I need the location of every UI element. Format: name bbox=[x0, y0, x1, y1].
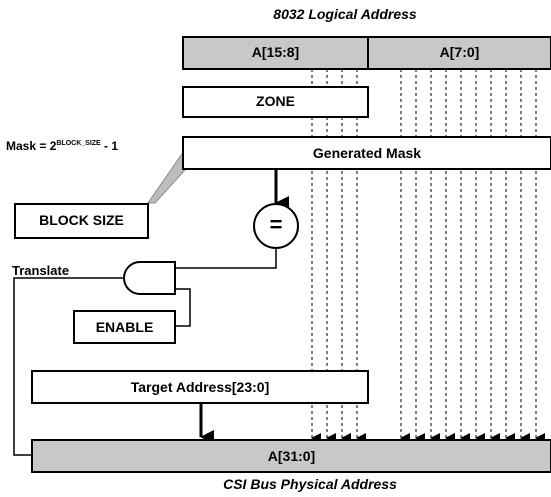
low-byte-label: A[7:0] bbox=[439, 44, 480, 60]
mask-formula: Mask = 2BLOCK_SIZE - 1 bbox=[6, 139, 118, 153]
mask-formula-suffix: - 1 bbox=[100, 139, 119, 153]
comparator-to-gate-wire bbox=[175, 248, 277, 269]
translate-wire bbox=[13, 277, 125, 456]
generated-mask-box bbox=[182, 136, 551, 170]
enable-label: ENABLE bbox=[95, 319, 154, 335]
target-address-label: Target Address[23:0] bbox=[130, 379, 270, 395]
register-low-byte bbox=[367, 36, 551, 70]
comparator-symbol: = bbox=[269, 212, 283, 237]
enable-to-gate-wire bbox=[175, 288, 191, 327]
block-size-label: BLOCK SIZE bbox=[39, 212, 124, 228]
mask-formula-prefix: Mask = 2 bbox=[6, 139, 57, 153]
high-byte-label: A[15:8] bbox=[251, 44, 300, 60]
enable-box bbox=[73, 310, 176, 344]
block-size-box bbox=[14, 203, 149, 239]
physical-address-title: CSI Bus Physical Address bbox=[223, 476, 397, 492]
and-gate bbox=[123, 261, 176, 295]
zone-label: ZONE bbox=[256, 93, 295, 109]
physical-address-label: A[31:0] bbox=[267, 448, 316, 464]
mask-formula-exponent: BLOCK_SIZE bbox=[56, 140, 101, 147]
translate-label: Translate bbox=[12, 263, 70, 278]
zone-box bbox=[182, 86, 369, 118]
register-physical-address bbox=[31, 439, 551, 473]
logical-address-title: 8032 Logical Address bbox=[273, 6, 417, 22]
generated-mask-label: Generated Mask bbox=[312, 145, 422, 161]
